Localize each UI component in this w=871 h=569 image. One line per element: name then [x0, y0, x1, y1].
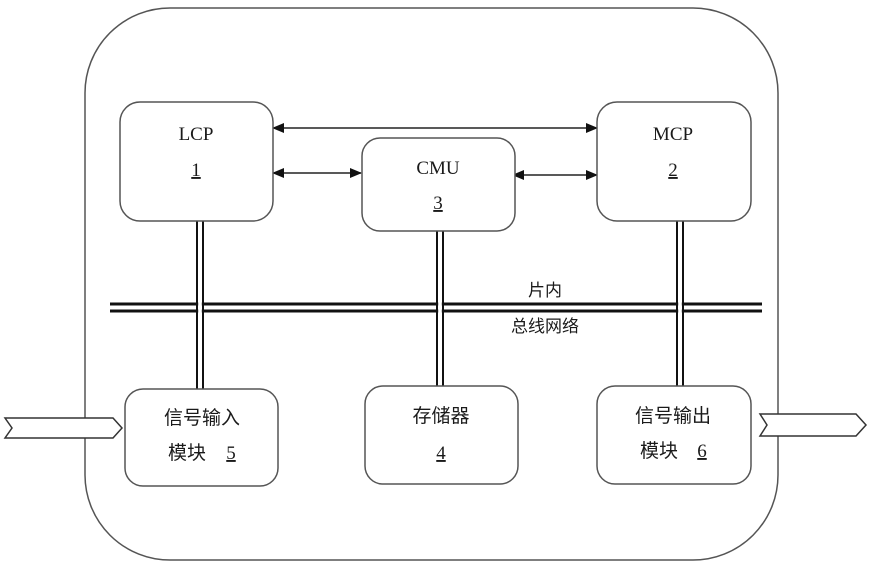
node-mcp: MCP 2: [596, 101, 752, 222]
node-signal-input-line2: 模块: [168, 442, 206, 464]
bus-crossing-gaps: [110, 302, 682, 313]
node-cmu-number: 3: [433, 193, 443, 214]
bus-connector-cmu: [436, 230, 444, 390]
node-signal-output: 信号输出 模块 6: [596, 385, 752, 485]
node-signal-output-line1: 信号输出: [635, 405, 711, 427]
bus-connector-mcp: [676, 212, 684, 390]
node-signal-output-number: 6: [697, 441, 707, 462]
node-signal-output-line2: 模块: [640, 440, 678, 462]
node-memory-label: 存储器: [412, 405, 469, 427]
node-memory: 存储器 4: [364, 385, 519, 485]
node-lcp: LCP 1: [119, 101, 274, 222]
node-lcp-label: LCP: [179, 124, 214, 145]
node-lcp-number: 1: [191, 160, 201, 181]
node-cmu-label: CMU: [416, 158, 460, 179]
bus-label-line2: 总线网络: [511, 317, 579, 337]
node-memory-number: 4: [436, 443, 446, 464]
node-cmu: CMU 3: [361, 137, 516, 232]
bus-label-line1: 片内: [528, 281, 562, 301]
node-signal-input-number: 5: [226, 443, 236, 464]
input-arrow-icon: [3, 417, 124, 439]
node-signal-input: 信号输入 模块 5: [124, 388, 279, 487]
output-arrow-icon: [758, 413, 868, 437]
node-mcp-label: MCP: [653, 124, 693, 145]
node-mcp-number: 2: [668, 160, 678, 181]
node-signal-input-line1: 信号输入: [164, 407, 240, 429]
